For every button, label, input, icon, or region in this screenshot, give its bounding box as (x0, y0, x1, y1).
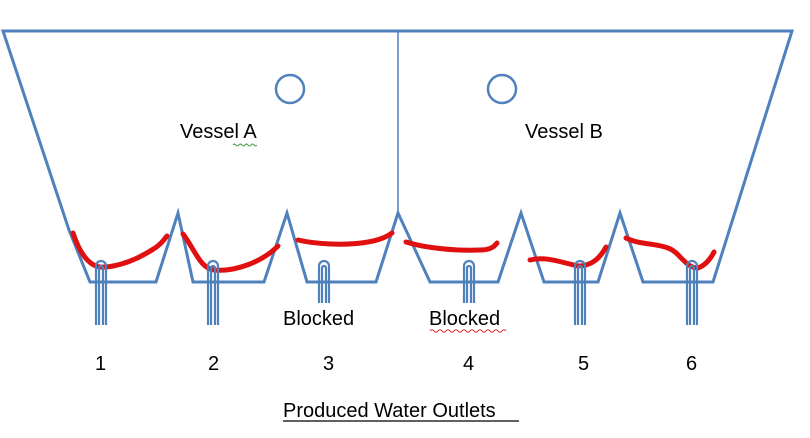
porthole-vessel-b (486, 73, 518, 105)
outlet-6-number: 6 (686, 353, 697, 375)
interface-line-2 (180, 231, 281, 273)
outlet-2-number: 2 (208, 353, 219, 375)
outlet-3-status: Blocked (283, 308, 354, 330)
outlet-pipe-3 (317, 259, 331, 303)
outlet-pipe-4 (462, 259, 476, 303)
vessel-b-label: Vessel B (525, 121, 603, 143)
outlet-pipe-6 (685, 259, 699, 325)
outlet-pipe-1 (94, 259, 108, 325)
outlet-pipe-2 (206, 259, 220, 325)
diagram-title: Produced Water Outlets (283, 400, 496, 422)
vessel-a-label: Vessel A (180, 121, 257, 143)
outlet-1-number: 1 (95, 353, 106, 375)
interface-line-5 (527, 244, 609, 269)
spell-mark-blocked (429, 329, 507, 333)
interface-line-6 (623, 235, 717, 271)
interface-line-3 (295, 230, 395, 247)
interface-line-4 (403, 239, 500, 253)
interface-line-1 (70, 230, 170, 270)
outlet-3-number: 3 (323, 353, 334, 375)
outlet-pipe-5 (573, 259, 587, 325)
outlet-4-status: Blocked (429, 308, 500, 330)
outlet-5-number: 5 (578, 353, 589, 375)
outlet-4-number: 4 (463, 353, 474, 375)
porthole-vessel-a (274, 73, 306, 105)
spell-mark-vessel-a (232, 143, 258, 147)
